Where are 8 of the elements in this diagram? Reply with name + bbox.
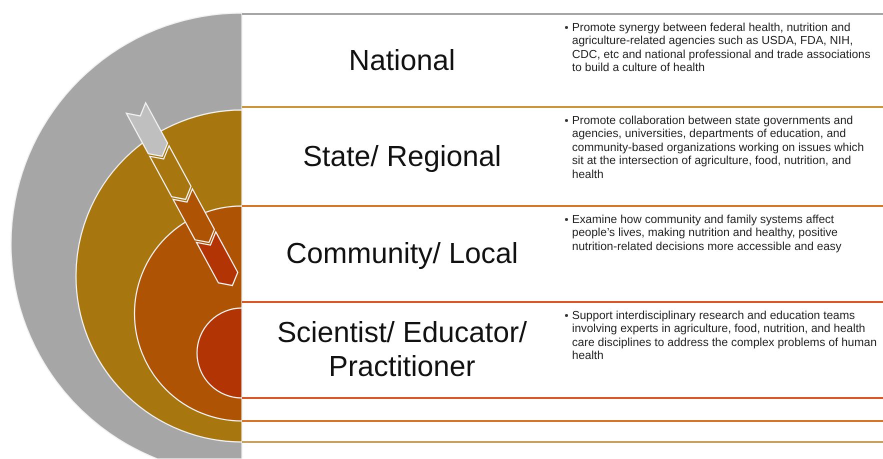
level-description: Promote collaboration between state governments and agencies, universities, departments of education, and community-based organizations working on issues which sit at the intersection of agriculture, food, nutrition, and health bbox=[572, 114, 865, 182]
level-title: National bbox=[348, 44, 456, 78]
level-title: Scientist/ Educator/ Practitioner bbox=[276, 316, 528, 384]
level-description: Examine how community and family systems affect people’s lives, making nutrition and healthy, positive nutrition-related decisions more accessible and easy bbox=[572, 213, 842, 254]
level-description: Support interdisciplinary research and education teams involving experts in agriculture, food, nutrition, and health care disciplines to address the complex problems of human health bbox=[572, 309, 877, 363]
level-title: State/ Regional bbox=[302, 140, 502, 174]
level-title: Community/ Local bbox=[284, 237, 520, 271]
level-description: Promote synergy between federal health, nutrition and agriculture-related agencies such as USDA, FDA, NIH, CDC, etc and national professional and trade associations to build a culture of health bbox=[572, 21, 872, 75]
